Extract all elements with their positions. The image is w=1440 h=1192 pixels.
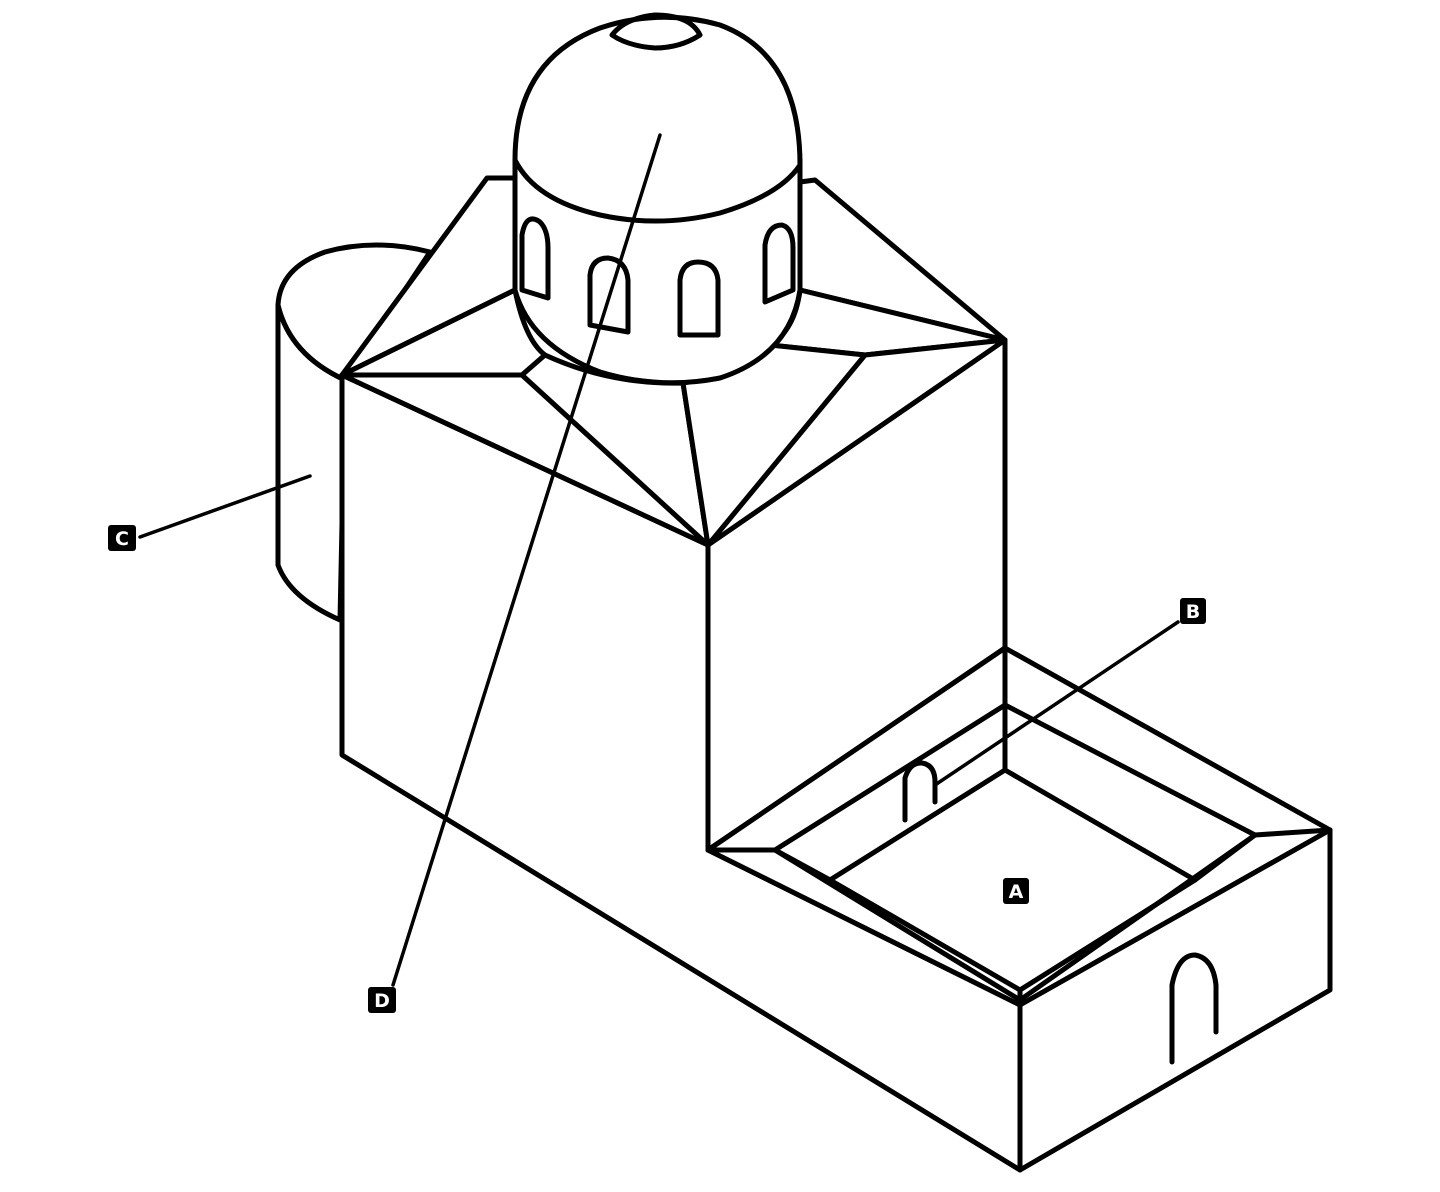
label-c: C	[108, 525, 136, 551]
label-d-box	[368, 987, 396, 1013]
courtyard-ledge-link-left	[705, 847, 833, 883]
leader-c	[138, 474, 312, 539]
courtyard-gate	[1169, 952, 1219, 1065]
drum-window-2	[587, 255, 631, 335]
drum-window-3	[677, 259, 721, 338]
label-a-box	[1003, 878, 1029, 904]
label-c-text: C	[115, 528, 129, 550]
roof	[339, 175, 1008, 548]
drum-window-4	[762, 222, 796, 305]
label-b-text: B	[1186, 601, 1200, 623]
label-d-text: D	[374, 990, 390, 1012]
label-d: D	[368, 987, 396, 1013]
label-b-box	[1180, 598, 1206, 624]
label-a-text: A	[1009, 881, 1024, 903]
dome-shell	[512, 14, 803, 224]
courtyard-ledge-link-right	[1192, 827, 1333, 883]
dome	[512, 12, 803, 224]
courtyard-inner-door	[902, 760, 938, 823]
dome-drum	[512, 157, 803, 386]
label-b: B	[1180, 598, 1206, 624]
leader-b	[933, 620, 1180, 787]
apse-cylinder-top	[275, 242, 433, 383]
drum-window-1	[519, 216, 551, 301]
leader-d	[391, 133, 662, 987]
label-c-box	[108, 525, 136, 551]
leader-lines	[138, 133, 1180, 987]
courtyard-outer-wall	[1017, 827, 1333, 1173]
dome-oculus	[609, 12, 703, 51]
drum-body	[512, 157, 803, 386]
label-a: A	[1003, 878, 1029, 904]
